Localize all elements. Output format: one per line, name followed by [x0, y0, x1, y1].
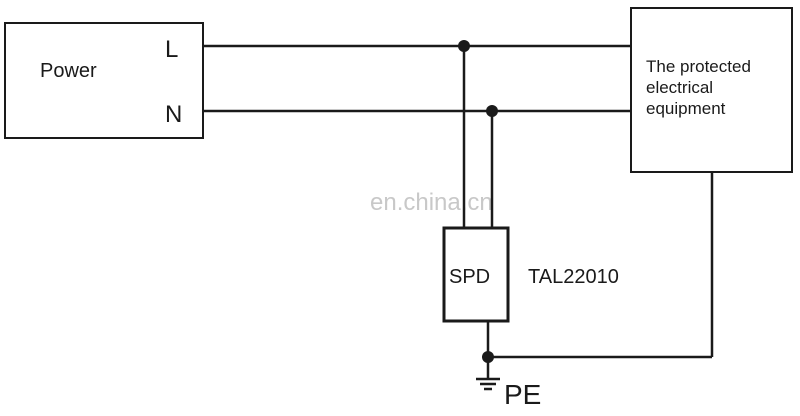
line-terminal-label: L: [165, 36, 178, 63]
watermark: en.china.cn: [370, 189, 493, 216]
equipment-label-line2: electrical: [646, 78, 713, 97]
spd-box: [442, 226, 510, 323]
line-junction-dot: [458, 40, 470, 52]
protected-equipment-box: [630, 7, 793, 173]
neutral-junction-dot: [486, 105, 498, 117]
power-box: [4, 22, 204, 139]
spd-label: SPD: [449, 266, 490, 288]
equipment-label-line1: The protected: [646, 57, 751, 76]
neutral-terminal-label: N: [165, 101, 182, 128]
ground-icon: [476, 377, 500, 391]
pe-label: PE: [504, 379, 541, 410]
power-label: Power: [40, 60, 97, 82]
spd-model-label: TAL22010: [528, 266, 619, 288]
equipment-label-line3: equipment: [646, 99, 726, 118]
